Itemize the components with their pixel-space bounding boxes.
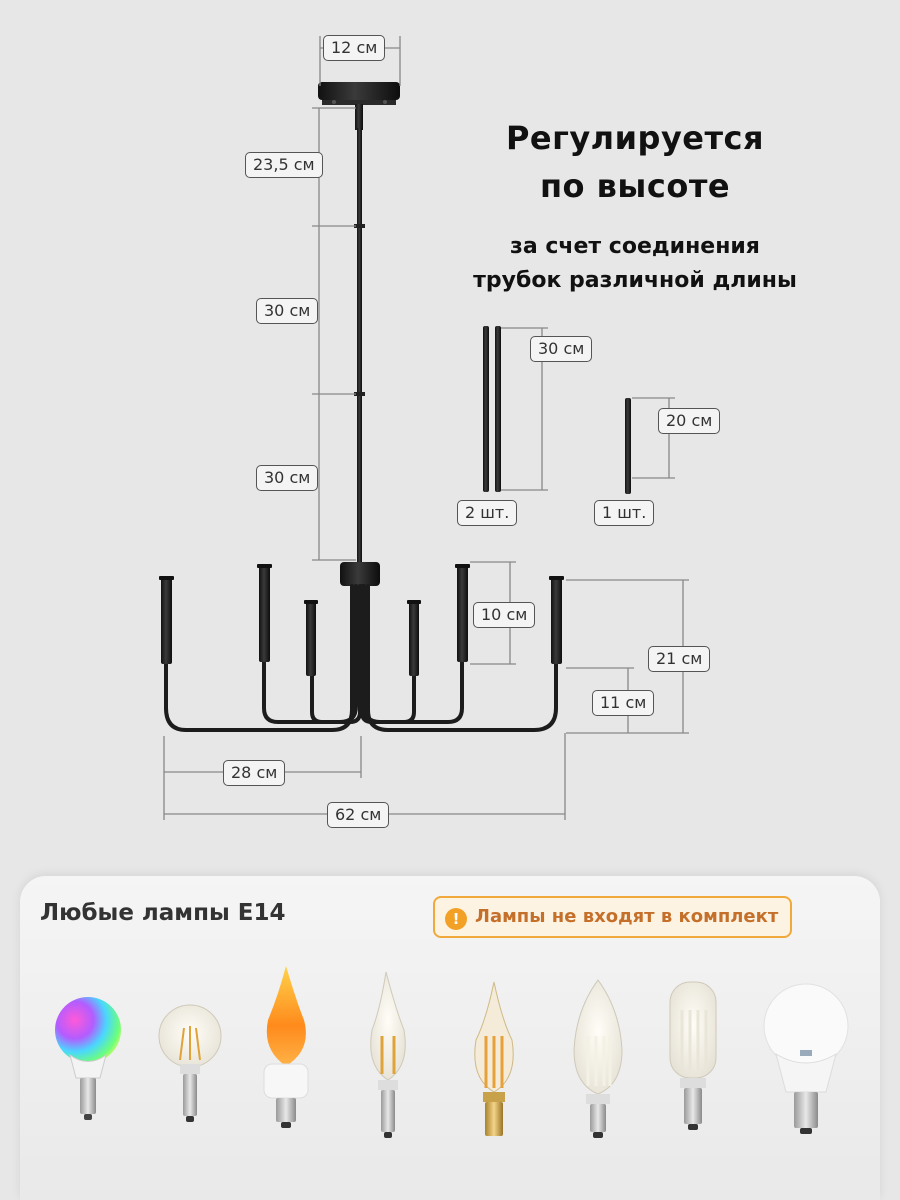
bulb-row [55,966,849,1138]
qty-extra-rod-short: 1 шт. [594,500,655,526]
dim-rod-top: 23,5 см [245,152,323,178]
led-globe-icon [763,983,849,1134]
dim-canopy-diameter: 12 см [323,35,386,61]
headline-title-line1: Регулируется [505,119,765,157]
dim-extra-rod-long: 30 см [530,336,593,362]
flame-effect-icon [263,966,309,1128]
headline-subtitle-line1: за счет соединения [510,234,760,259]
warning-text: Лампы не входят в комплект [475,906,779,927]
wind-candle-icon [370,971,406,1138]
headline-subtitle: за счет соединения трубок различной длин… [430,230,840,298]
extra-rods [483,326,631,494]
bulbs-title: Любые лампы E14 [40,900,286,926]
headline-subtitle-line2: трубок различной длины [473,268,797,293]
exclamation-circle-icon: ! [445,908,467,930]
headline-title: Регулируется по высоте [430,114,840,210]
chandelier-hub [340,562,380,586]
qty-extra-rod-long: 2 шт. [457,500,518,526]
tubular-filament-icon [669,981,717,1130]
dim-rod-middle: 30 см [256,298,319,324]
dim-rod-lower: 30 см [256,465,319,491]
dimension-lines [163,36,689,820]
dim-extra-rod-short: 20 см [658,408,721,434]
wind-candle-amber-icon [474,981,514,1136]
dim-arm-rise: 11 см [592,690,655,716]
candle-filament-icon [573,979,623,1138]
chandelier-arms [164,584,558,732]
dim-total-width: 62 см [327,802,390,828]
filament-globe-icon [158,1004,222,1122]
candle-sleeves [159,564,564,676]
suspension-rod [354,104,365,564]
dim-radius: 28 см [223,760,286,786]
rgb-globe-icon [55,997,121,1120]
ceiling-canopy [318,82,400,105]
dim-candle-height: 10 см [473,602,536,628]
warning-badge: ! Лампы не входят в комплект [433,896,793,938]
headline-title-line2: по высоте [539,167,731,205]
dim-total-arm-height: 21 см [648,646,711,672]
